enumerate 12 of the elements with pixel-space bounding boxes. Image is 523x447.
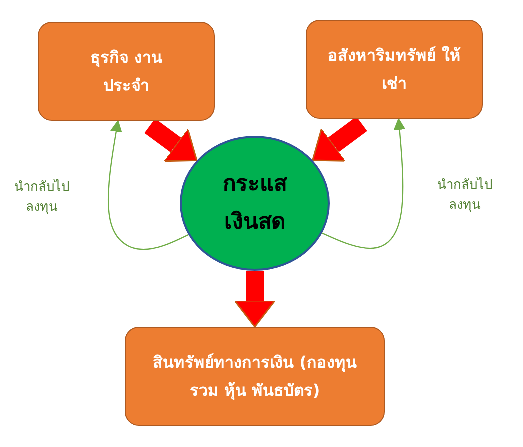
curved-arrow (322, 118, 406, 250)
process-box (306, 20, 483, 119)
block-arrow (144, 118, 198, 162)
node-label: ธุรกิจ งานประจำ (90, 47, 164, 96)
node-label: อสังหาริมทรัพย์ ให้เช่า (327, 45, 462, 94)
process-box (38, 22, 215, 121)
block-arrow (234, 271, 276, 328)
node-label: กระแส เงินสด (222, 171, 288, 236)
block-arrow (312, 116, 368, 162)
process-box (125, 327, 385, 426)
node-label: สินทรัพย์ทางการเงิน (กองทุนรวม หุ้น พันธบัตร) (152, 352, 358, 402)
curved-arrow (108, 120, 189, 250)
